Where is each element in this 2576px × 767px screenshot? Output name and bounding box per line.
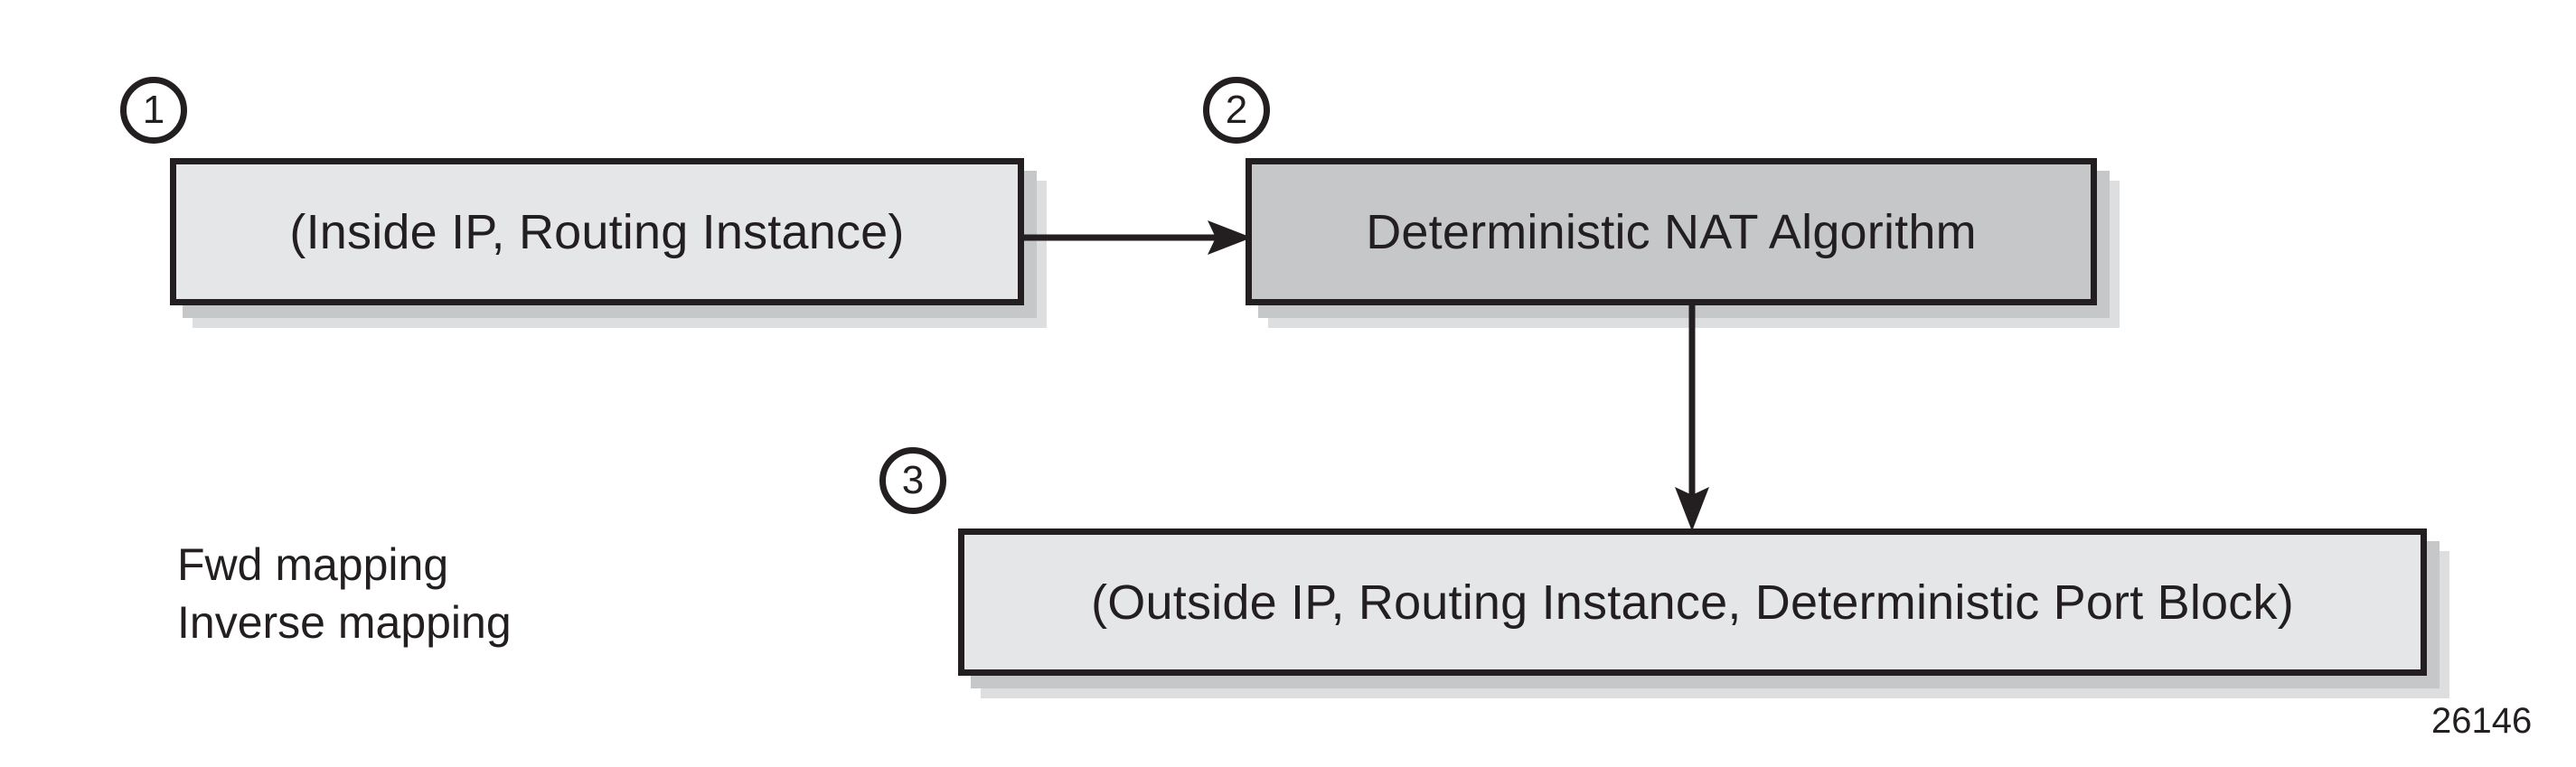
step-marker-2: 2 [1203, 77, 1270, 144]
process-box-deterministic-nat-algorithm[interactable]: Deterministic NAT Algorithm [1246, 158, 2097, 305]
process-box-outside-ip-label: (Outside IP, Routing Instance, Determini… [1091, 575, 2294, 630]
process-box-inside-ip-label: (Inside IP, Routing Instance) [289, 204, 905, 259]
figure-number: 26146 [2431, 701, 2533, 741]
step-marker-2-label: 2 [1225, 88, 1248, 132]
step-marker-3-label: 3 [901, 458, 925, 502]
process-box-inside-ip[interactable]: (Inside IP, Routing Instance) [170, 158, 1024, 305]
step-marker-3: 3 [879, 447, 946, 514]
arrow-box1-to-box2-icon [1024, 220, 1252, 255]
step-marker-1-label: 1 [142, 88, 165, 132]
process-box-deterministic-nat-algorithm-label: Deterministic NAT Algorithm [1366, 204, 1977, 259]
step-marker-1: 1 [120, 77, 187, 144]
process-box-outside-ip[interactable]: (Outside IP, Routing Instance, Determini… [958, 528, 2427, 676]
mapping-labels: Fwd mapping Inverse mapping [177, 542, 512, 645]
mapping-label-inverse: Inverse mapping [177, 597, 512, 648]
arrow-box2-to-box3-icon [1675, 305, 1709, 531]
mapping-label-fwd: Fwd mapping [177, 539, 449, 590]
